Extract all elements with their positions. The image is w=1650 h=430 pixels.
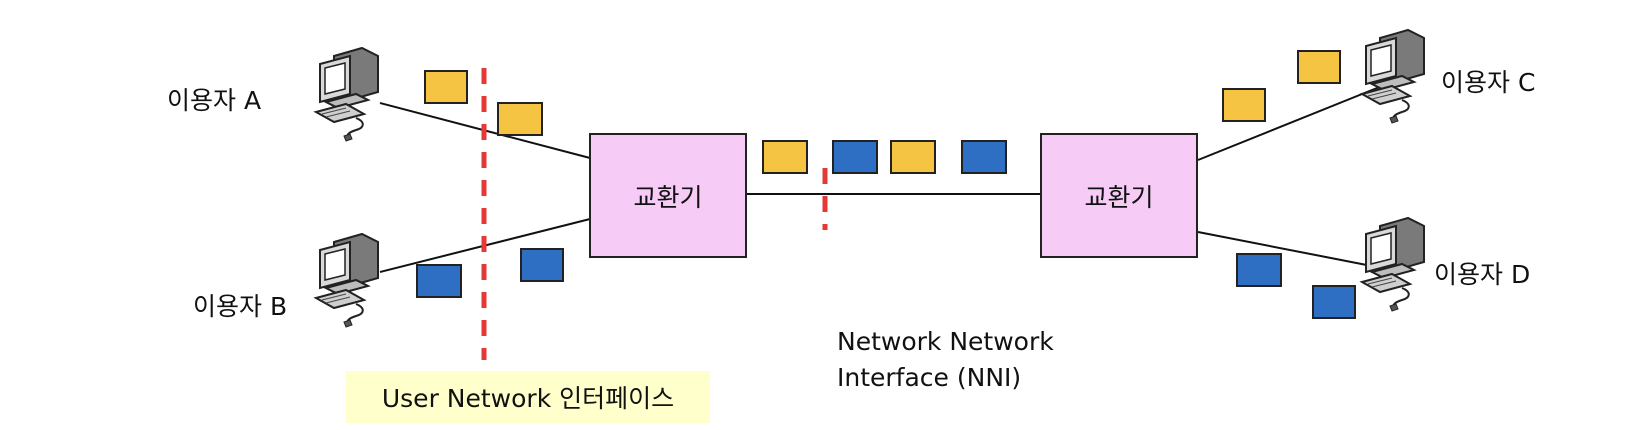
- user-a-label: 이용자 A: [167, 86, 262, 115]
- nni-label-line2: Interface (NNI): [837, 363, 1022, 392]
- packet-yellow: [424, 70, 468, 104]
- computer-icon: [1361, 29, 1425, 124]
- computer-icon: [315, 47, 379, 142]
- uni-label: User Network 인터페이스: [381, 384, 675, 413]
- packet-yellow: [497, 102, 543, 136]
- computer-icon: [1361, 217, 1425, 312]
- switch-right: 교환기: [1040, 133, 1198, 258]
- packet-yellow: [890, 140, 936, 174]
- switch-left-label: 교환기: [633, 182, 703, 212]
- uni-label-box: User Network 인터페이스: [346, 371, 710, 423]
- nni-label-line1: Network Network: [837, 327, 1054, 356]
- link-user-c: [1197, 85, 1383, 161]
- packet-blue: [416, 264, 462, 298]
- packet-yellow: [1297, 50, 1341, 84]
- packet-blue: [961, 140, 1007, 174]
- packet-yellow: [1222, 88, 1266, 122]
- packet-blue: [1312, 285, 1356, 319]
- packet-blue: [1236, 253, 1282, 287]
- computer-icon: [315, 233, 379, 328]
- link-user-d: [1197, 231, 1383, 269]
- user-c-label: 이용자 C: [1441, 68, 1536, 97]
- packet-yellow: [762, 140, 808, 174]
- switch-left: 교환기: [589, 133, 747, 258]
- user-d-label: 이용자 D: [1434, 260, 1531, 289]
- switch-right-label: 교환기: [1084, 182, 1154, 212]
- packet-blue: [832, 140, 878, 174]
- user-b-label: 이용자 B: [193, 292, 288, 321]
- packet-blue: [520, 248, 564, 282]
- nni-label: Network Network Interface (NNI): [837, 324, 1054, 396]
